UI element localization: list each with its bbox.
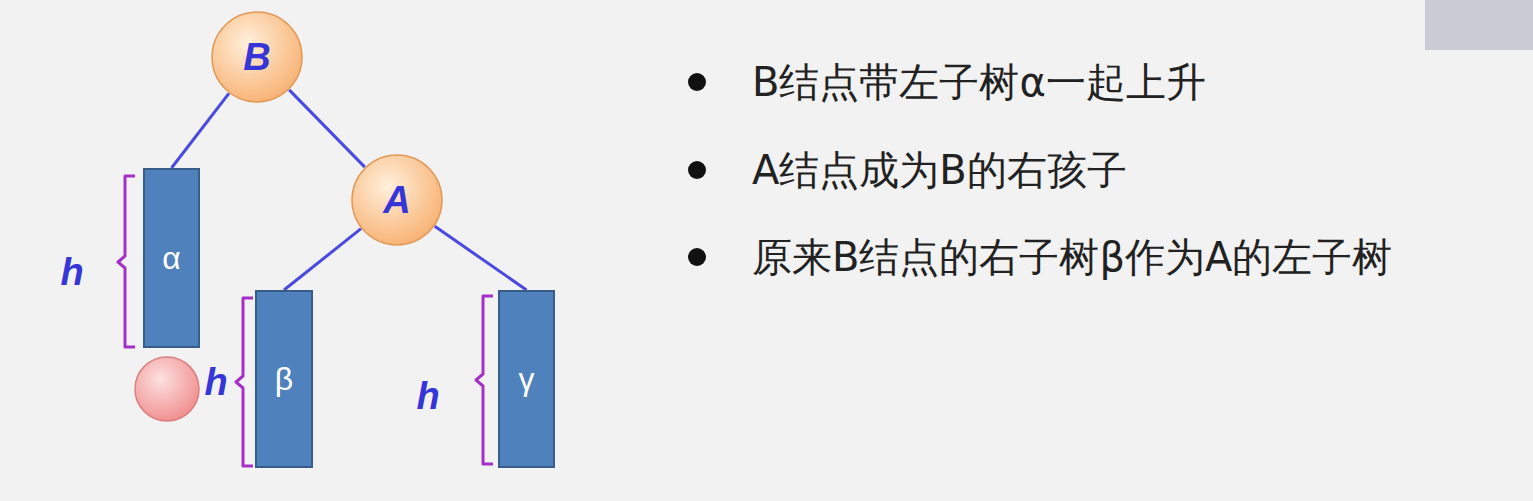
node-letter: A (383, 179, 410, 222)
height-bracket (236, 298, 253, 466)
tree-edge (284, 229, 361, 290)
bullet-text: 原来B结点的右子树β作为A的左子树 (752, 230, 1392, 285)
subtree-name: γ (519, 361, 535, 398)
subtree-box: α (143, 168, 200, 348)
bullet-dot (688, 248, 706, 266)
tree-edge (435, 226, 527, 290)
tree-edge (172, 93, 229, 168)
height-label: h (60, 251, 83, 294)
subtree-box: γ (498, 290, 555, 468)
subtree-name: β (275, 361, 293, 398)
inserted-node (135, 357, 199, 421)
node-letter: B (243, 36, 270, 79)
height-bracket (476, 296, 493, 464)
bullet-dot (688, 161, 706, 179)
subtree-box: β (255, 290, 313, 468)
height-label: h (416, 375, 439, 418)
webcam-thumbnail (1425, 0, 1533, 50)
tree-node-circle: B (211, 11, 303, 103)
height-bracket (118, 176, 135, 347)
bullet-dot (688, 73, 706, 91)
tree-edge (289, 90, 365, 167)
height-label: h (204, 361, 227, 404)
bullet-text: A结点成为B的右孩子 (752, 143, 1127, 198)
bullet-text: B结点带左子树α一起上升 (752, 55, 1206, 110)
subtree-name: α (162, 240, 181, 277)
tree-node-circle: A (351, 154, 443, 246)
